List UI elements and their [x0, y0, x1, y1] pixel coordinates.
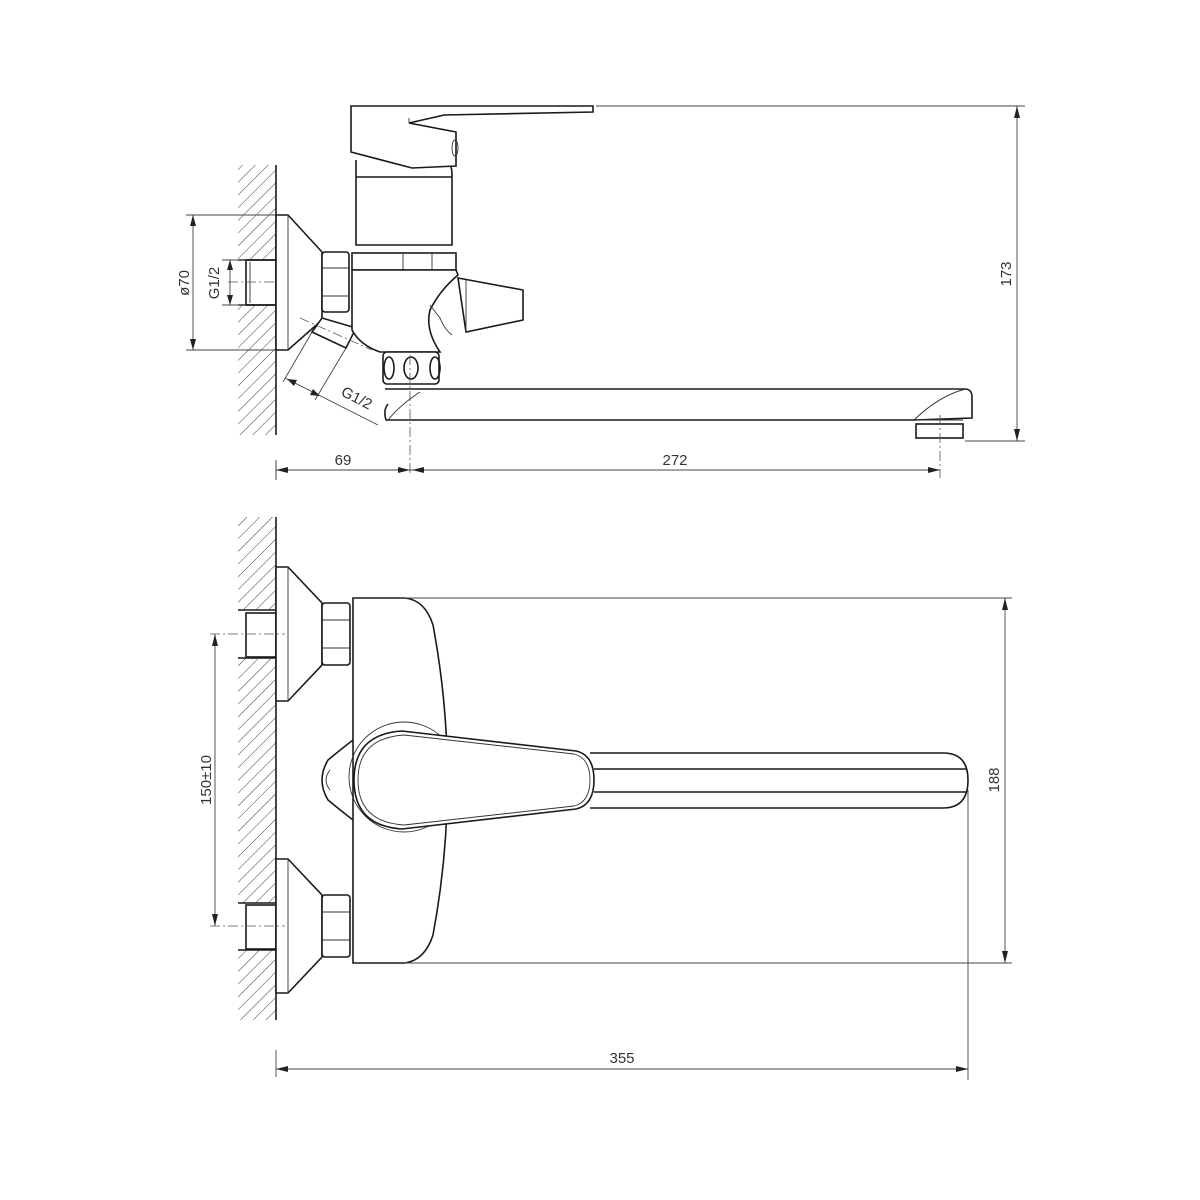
dimension-label-wall-offset: 69	[335, 452, 352, 469]
lower-inlet-assembly	[210, 858, 351, 994]
dimension-label-height: 173	[998, 261, 1015, 286]
dimension-label-flange-diameter: ø70	[176, 270, 193, 296]
wall-section-top	[238, 517, 277, 1020]
dimension-height-173: 173	[596, 105, 1025, 442]
dimension-diameter-70: ø70	[176, 214, 276, 351]
spout-side	[384, 388, 973, 478]
dimension-label-outlet-thread: G1/2	[338, 383, 375, 413]
dimension-label-spout-reach: 272	[662, 452, 687, 469]
dimension-length-355: 355	[275, 1050, 968, 1077]
dimension-label-inlet-centers: 150±10	[198, 755, 215, 805]
wall-section-side	[238, 165, 277, 480]
dimension-horizontal-side: 69 272	[276, 452, 940, 473]
lever-handle-top	[348, 721, 595, 833]
dimension-label-inlet-thread: G1/2	[206, 267, 223, 300]
mixer-body-side	[351, 159, 524, 475]
hex-nut-side	[321, 251, 350, 313]
dimension-body-188: 188	[986, 598, 1008, 963]
lever-handle-side	[350, 105, 594, 169]
top-view: 150±10 188 355	[198, 517, 1012, 1080]
diverter-knob-top	[321, 739, 354, 821]
dimension-label-body-depth: 188	[986, 767, 1003, 792]
upper-inlet-assembly	[210, 566, 351, 702]
spout-top	[590, 752, 969, 1080]
dimension-label-overall-length: 355	[609, 1050, 634, 1067]
dimension-outlet-thread: G1/2	[282, 331, 379, 426]
side-view: ø70 G1/2 G1/2 173	[176, 105, 1025, 480]
dimension-inlet-centers: 150±10	[198, 634, 218, 926]
dimension-inlet-thread: G1/2	[206, 259, 246, 306]
